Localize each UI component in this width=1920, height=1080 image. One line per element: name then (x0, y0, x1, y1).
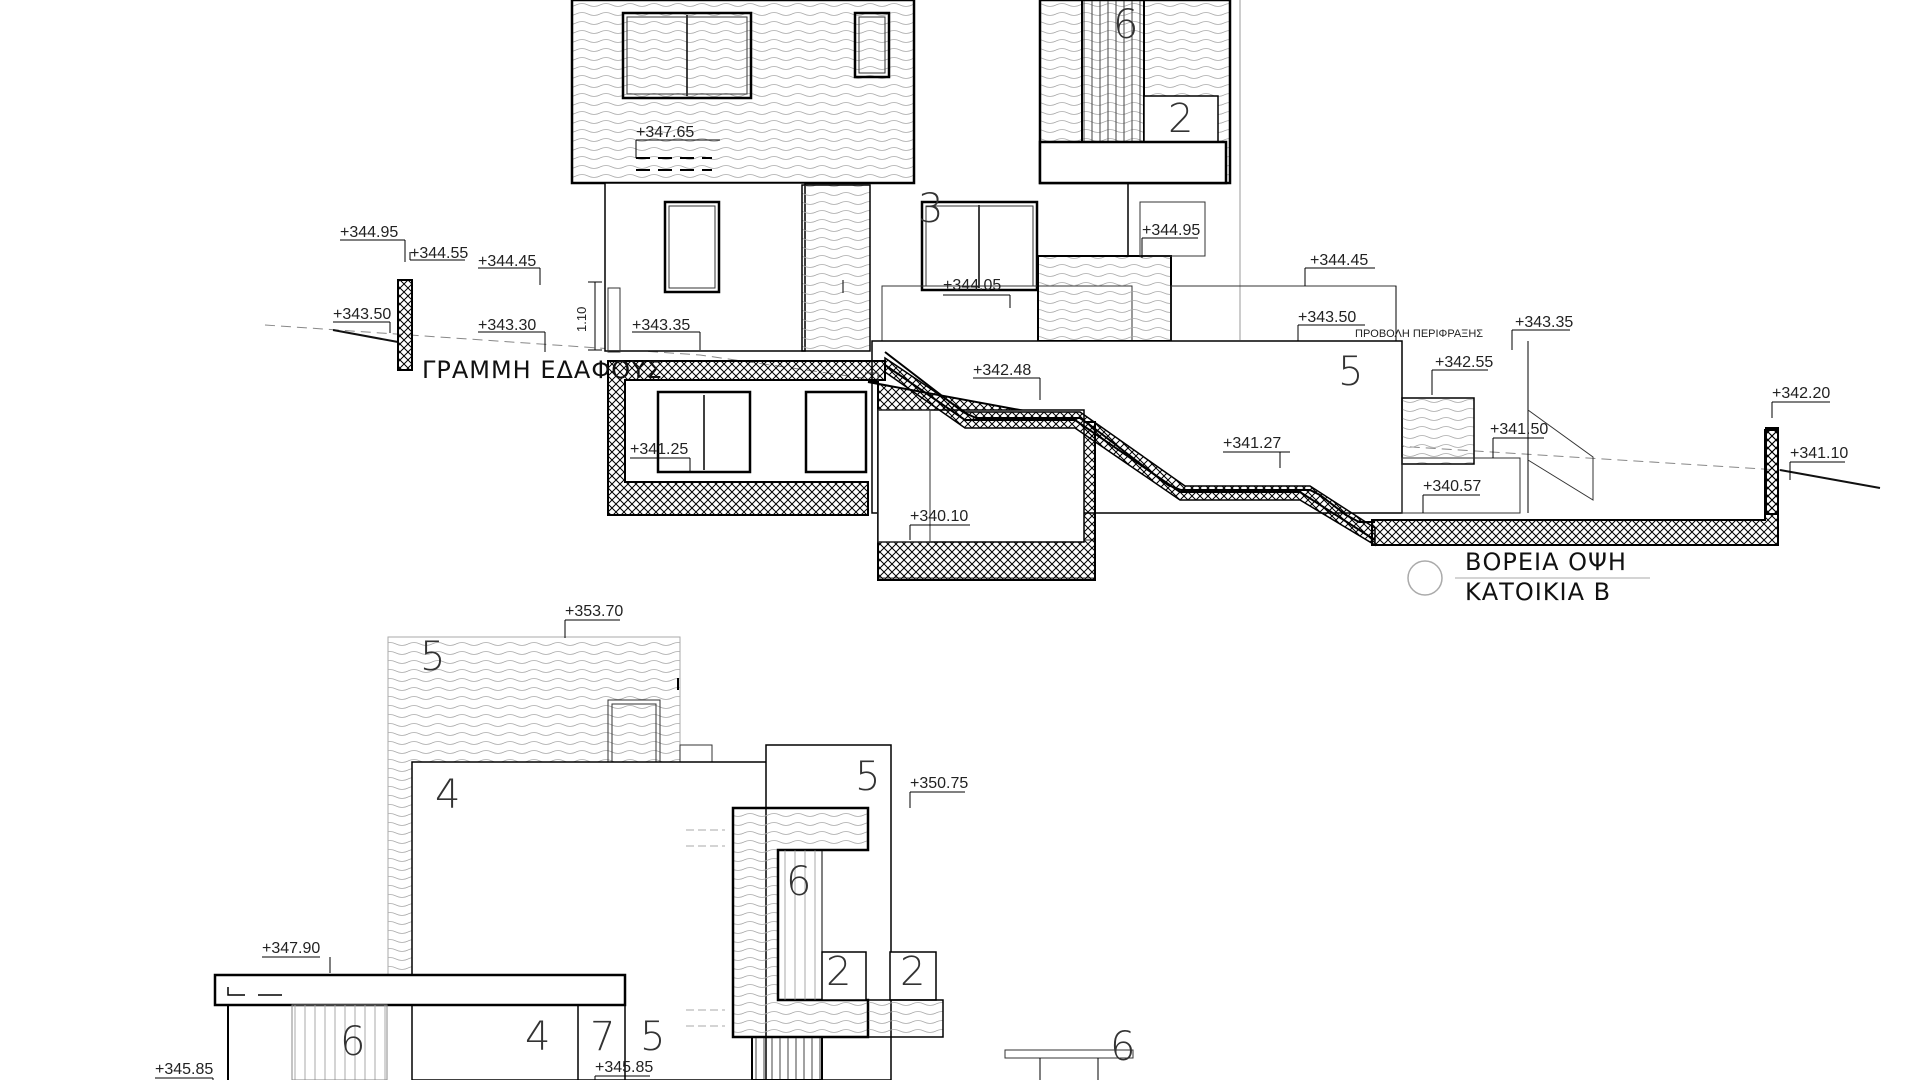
material-tag: 5 (855, 754, 880, 800)
view-marker-circle (1407, 560, 1443, 596)
elevation-label: +350.75 (910, 775, 968, 792)
elevation-label: +343.50 (1298, 309, 1356, 326)
material-tag: 2 (900, 949, 925, 995)
ground-line-left (332, 329, 399, 343)
material-tag: 6 (1110, 1024, 1135, 1070)
right-fence-post (1765, 427, 1779, 515)
elevation-label: +342.20 (1772, 385, 1830, 402)
lower-elevation: +353.70 +350.75 +347.90 +345.85 +345.85 … (155, 603, 1135, 1080)
view-title: ΒΟΡΕΙΑ ΟΨΗ (1465, 548, 1627, 576)
upper-window-small (853, 11, 891, 79)
material-tag: 5 (420, 634, 445, 680)
material-tag: 6 (1113, 2, 1138, 48)
dimension-label: 1.10 (574, 307, 589, 332)
elevation-label: +343.35 (1515, 314, 1573, 331)
vertical-cladding-panel (1081, 0, 1145, 143)
left-fence-post (397, 279, 413, 371)
elevation-label: +344.45 (478, 253, 536, 270)
elevation-label: +344.95 (1142, 222, 1200, 239)
elevation-label: +341.50 (1490, 421, 1548, 438)
upper-window-large (621, 11, 753, 100)
elevation-label: +344.55 (410, 245, 468, 262)
material-tag: 6 (340, 1019, 365, 1065)
lower-volume-4 (411, 761, 778, 1080)
elevation-label: +340.57 (1423, 478, 1481, 495)
material-tag: 2 (826, 949, 851, 995)
material-tag: 5 (1338, 349, 1363, 395)
middle-glazing (920, 200, 1039, 292)
elevation-label: +341.25 (630, 441, 688, 458)
elevation-label: +341.27 (1223, 435, 1281, 452)
elevation-label: +345.85 (595, 1059, 653, 1076)
basement-slab-left (607, 360, 886, 516)
front-canopy (213, 973, 627, 1007)
material-tag: 5 (640, 1014, 665, 1060)
material-tag: 4 (435, 772, 460, 818)
table-top (1004, 1049, 1134, 1059)
elevation-label: +342.55 (1435, 354, 1493, 371)
elevation-label: +344.45 (1310, 252, 1368, 269)
elevation-label: +342.48 (973, 362, 1031, 379)
middle-window (663, 200, 721, 294)
material-tag: 7 (590, 1014, 615, 1060)
elevation-label: +343.30 (478, 317, 536, 334)
entrance-door (801, 184, 871, 352)
upper-elevation: 1.10 ΒΟΡΕΙΑ ΟΨΗ ΚΑΤΟΙΚΙΑ Β ΓΡΑΜΜΗ ΕΔΑΦΟΥ… (264, 0, 1881, 606)
fence-projection-label: ΠΡΟΒΟΛΗ ΠΕΡΙΦΡΑΞΗΣ (1355, 328, 1483, 340)
elevation-label: +344.05 (943, 277, 1001, 294)
elevation-label: +343.35 (632, 317, 690, 334)
material-tag: 6 (786, 859, 811, 905)
material-tag: 3 (918, 186, 943, 232)
elevation-label: +344.95 (340, 224, 398, 241)
elevation-label: +340.10 (910, 508, 968, 525)
elevation-label: +347.90 (262, 940, 320, 957)
elevation-label: +341.10 (1790, 445, 1848, 462)
elevation-label: +345.85 (155, 1061, 213, 1078)
view-subtitle: ΚΑΤΟΙΚΙΑ Β (1465, 578, 1611, 606)
elevation-label: +347.65 (636, 124, 694, 141)
material-tag: 2 (1168, 96, 1193, 142)
elevation-label: +353.70 (565, 603, 623, 620)
elevation-label: +343.50 (333, 306, 391, 323)
material-tag: 4 (525, 1014, 550, 1060)
ground-line-right (1779, 469, 1881, 489)
middle-block (1037, 255, 1172, 342)
upper-house-volume (570, 0, 916, 185)
ground-line-label: ΓΡΑΜΜΗ ΕΔΑΦΟΥΣ (422, 356, 663, 384)
